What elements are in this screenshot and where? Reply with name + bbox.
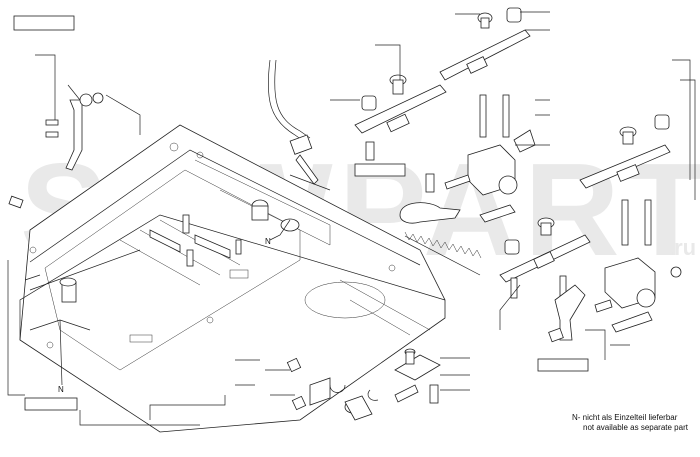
label-box-right (537, 358, 589, 372)
marker-n-left: N (58, 385, 64, 394)
mechanism-block-right (499, 217, 682, 333)
upper-plate-2 (330, 44, 447, 161)
marker-n-center: N (265, 237, 271, 246)
tension-spring (404, 231, 482, 276)
bracket-assembly-left (35, 54, 141, 171)
angled-link (499, 284, 586, 343)
callout-lines (7, 219, 630, 426)
watermark-suffix: .ru (668, 235, 696, 260)
pneumatic-hose (267, 59, 331, 191)
label-box-top-left (13, 15, 75, 31)
note-german: N- nicht als Einzelteil lieferbar (572, 413, 678, 422)
upper-plate-1 (439, 7, 550, 81)
bottom-valve-assembly (286, 348, 441, 421)
right-plate-3 (579, 59, 696, 246)
base-plate (19, 124, 446, 433)
label-box-middle (354, 163, 406, 177)
label-box-bottom-left (24, 397, 78, 411)
note-english: not available as separate part (583, 423, 688, 432)
center-components (8, 195, 300, 303)
mechanism-block-center (399, 94, 550, 224)
